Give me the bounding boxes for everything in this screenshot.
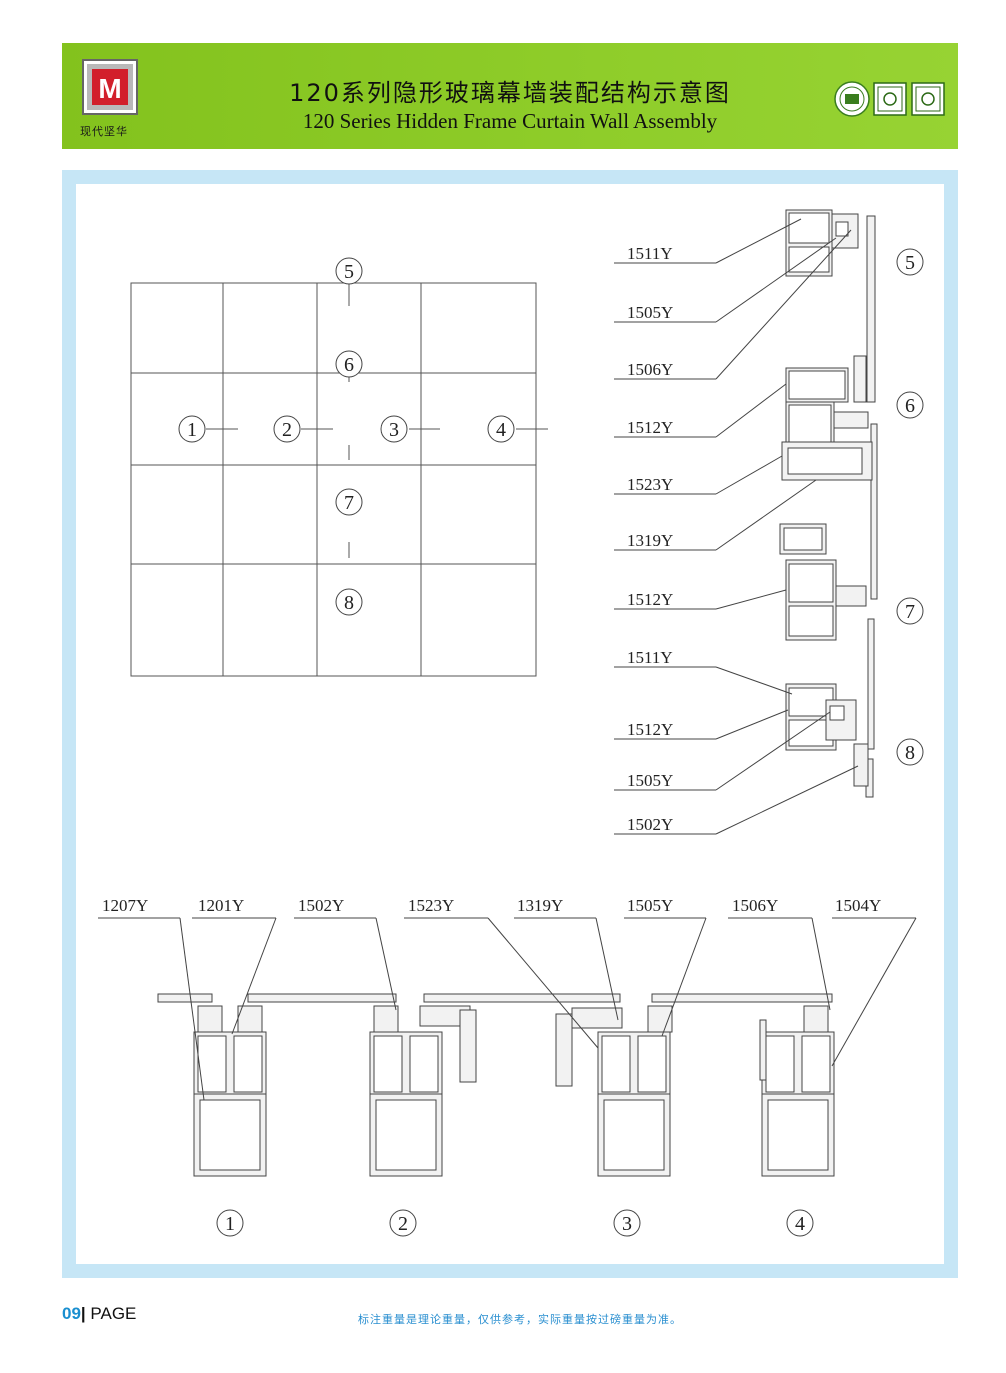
elevation-marker-4-label: 4: [496, 419, 506, 441]
hsec-marker-4: 4: [786, 1209, 814, 1237]
elevation-marker-6: 6: [335, 350, 363, 378]
assembly-drawing: 5 6 7 8 1 2 3 4: [98, 209, 924, 1237]
hsec-marker-2-label: 2: [398, 1213, 408, 1235]
page-number: 09| PAGE: [62, 1304, 136, 1324]
hsec-part-label-2: 1502Y: [298, 896, 344, 915]
vsec-part-label-2: 1506Y: [627, 360, 673, 379]
hsec-part-label-4: 1319Y: [517, 896, 563, 915]
hsec-marker-3: 3: [613, 1209, 641, 1237]
vsec-marker-5: 5: [896, 248, 924, 276]
logo-icon: M: [82, 59, 138, 115]
elevation-marker-3: 3: [380, 415, 408, 443]
certification-icons: [832, 79, 952, 123]
elevation-marker-8-label: 8: [344, 592, 354, 614]
vsec-part-label-10: 1502Y: [627, 815, 673, 834]
vsec-marker-7-label: 7: [905, 601, 915, 623]
hsec-marker-3-label: 3: [622, 1213, 632, 1235]
title-chinese: 120系列隐形玻璃幕墙装配结构示意图: [289, 79, 731, 107]
vsec-part-label-6: 1512Y: [627, 590, 673, 609]
elevation-marker-3-label: 3: [389, 419, 399, 441]
hsec-marker-2: 2: [389, 1209, 417, 1237]
page-num: 09: [62, 1304, 81, 1323]
vsec-marker-6: 6: [896, 391, 924, 419]
content-panel: 5 6 7 8 1 2 3 4: [62, 170, 958, 1278]
logo-letter: M: [98, 73, 121, 104]
vsec-marker-6-label: 6: [905, 395, 915, 417]
vsec-part-label-0: 1511Y: [627, 244, 673, 263]
header-banner: M 现代坚华 120系列隐形玻璃幕墙装配结构示意图 120 Series Hid…: [62, 43, 958, 149]
elevation-marker-8: 8: [335, 588, 363, 616]
vsec-part-label-8: 1512Y: [627, 720, 673, 739]
hsec-part-label-6: 1506Y: [732, 896, 778, 915]
page-separator: |: [80, 1304, 86, 1323]
vsec-part-label-7: 1511Y: [627, 648, 673, 667]
hsec-part-label-5: 1505Y: [627, 896, 673, 915]
vsec-part-label-1: 1505Y: [627, 303, 673, 322]
hsec-marker-4-label: 4: [795, 1213, 805, 1235]
vsec-part-label-4: 1523Y: [627, 475, 673, 494]
vsec-part-label-9: 1505Y: [627, 771, 673, 790]
vsec-marker-5-label: 5: [905, 252, 915, 274]
certification-mark-icon-2: [911, 82, 945, 116]
elevation-marker-1: 1: [178, 415, 206, 443]
title-english: 120 Series Hidden Frame Curtain Wall Ass…: [302, 109, 718, 133]
logo-text: 现代坚华: [80, 125, 128, 138]
elevation-marker-2-label: 2: [282, 419, 292, 441]
vsec-marker-7: 7: [896, 597, 924, 625]
elevation-marker-1-label: 1: [187, 419, 197, 441]
hsec-part-label-7: 1504Y: [835, 896, 881, 915]
hsec-marker-1: 1: [216, 1209, 244, 1237]
elevation-marker-4: 4: [487, 415, 515, 443]
hsec-part-label-3: 1523Y: [408, 896, 454, 915]
elevation-marker-5: 5: [335, 257, 363, 285]
vsec-part-label-5: 1319Y: [627, 531, 673, 550]
company-logo: M: [82, 59, 138, 115]
certification-seal-icon: [834, 81, 870, 117]
elevation-grid: [130, 282, 537, 677]
hsec-marker-1-label: 1: [225, 1213, 235, 1235]
vertical-section-profile: [779, 209, 878, 798]
elevation-marker-2: 2: [273, 415, 301, 443]
vsec-part-label-3: 1512Y: [627, 418, 673, 437]
elevation-marker-7-label: 7: [344, 492, 354, 514]
page-label: PAGE: [90, 1304, 137, 1323]
vsec-marker-8: 8: [896, 738, 924, 766]
horizontal-section-profile: [157, 993, 835, 1177]
hsec-part-label-1: 1201Y: [198, 896, 244, 915]
elevation-marker-6-label: 6: [344, 354, 354, 376]
footer-note: 标注重量是理论重量，仅供参考，实际重量按过磅重量为准。: [358, 1313, 682, 1326]
drawing-area: 5 6 7 8 1 2 3 4: [76, 184, 944, 1264]
elevation-marker-7: 7: [335, 488, 363, 516]
elevation-marker-5-label: 5: [344, 261, 354, 283]
vsec-marker-8-label: 8: [905, 742, 915, 764]
hsec-part-label-0: 1207Y: [102, 896, 148, 915]
certification-mark-icon-1: [873, 82, 907, 116]
